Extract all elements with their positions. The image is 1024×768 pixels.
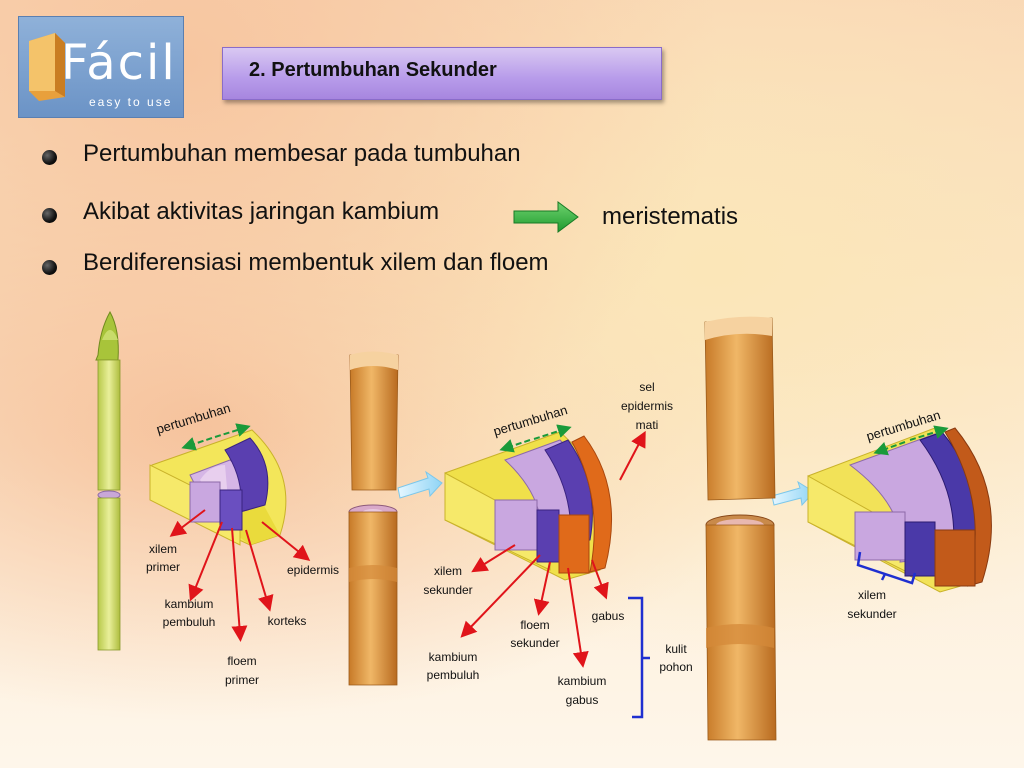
label-kambium-pembuluh-2b: pembuluh	[427, 668, 480, 682]
logo-tagline: easy to use	[89, 95, 173, 109]
xilem-sekunder-bracket	[856, 551, 917, 585]
label-xilem-sekunder-2b: sekunder	[423, 583, 472, 597]
young-stem-cross-section	[149, 429, 287, 546]
bullet-1: Pertumbuhan membesar pada tumbuhan	[83, 140, 521, 167]
book-icon	[29, 33, 65, 101]
label-kambium-pembuluh-1b: pembuluh	[163, 615, 216, 629]
logo: Fácil easy to use	[18, 16, 184, 118]
label-floem-primer-2: primer	[225, 673, 259, 687]
woody-stem	[704, 316, 777, 741]
thickening-stem	[348, 351, 399, 686]
bullet-3: Berdiferensiasi membentuk xilem dan floe…	[83, 249, 549, 276]
label-xilem-sekunder-2a: xilem	[434, 564, 462, 578]
stage1-pointers	[169, 509, 311, 642]
young-stem	[95, 310, 121, 651]
label-korteks: korteks	[268, 614, 307, 628]
label-floem-sekunder-a: floem	[520, 618, 549, 632]
woody-stem-cross-section	[807, 427, 992, 593]
thickening-stem-cross-section	[444, 431, 613, 581]
green-arrow-icon	[513, 201, 579, 233]
label-kambium-pembuluh-2a: kambium	[429, 650, 478, 664]
slide-title-box: 2. Pertumbuhan Sekunder	[222, 47, 662, 100]
bullet-icon	[42, 208, 57, 223]
growth-arrows-2	[499, 424, 572, 453]
label-kambium-pembuluh-1a: kambium	[165, 597, 214, 611]
growth-arrows-1	[181, 423, 251, 451]
label-kulit: kulit	[665, 642, 687, 656]
bullet-icon	[42, 150, 57, 165]
growth-arrows-3	[873, 425, 949, 456]
label-pohon: pohon	[659, 660, 692, 674]
label-gabus: gabus	[592, 609, 625, 623]
slide-title: 2. Pertumbuhan Sekunder	[249, 59, 497, 81]
label-sel: sel	[639, 380, 654, 394]
logo-text: Fácil	[61, 35, 177, 91]
label-floem-sekunder-b: sekunder	[510, 636, 559, 650]
label-xilem-primer-2: primer	[146, 560, 180, 574]
label-kambium-gabus-a: kambium	[558, 674, 607, 688]
label-kambium-gabus-b: gabus	[566, 693, 599, 707]
meristematis-label: meristematis	[602, 203, 739, 230]
label-mati: mati	[636, 418, 659, 432]
growth-label-1: pertumbuhan	[154, 400, 232, 437]
label-epidermis: epidermis	[287, 563, 339, 577]
secondary-growth-diagram: pertumbuhan xilem primer kambium pembulu…	[95, 310, 992, 741]
bullet-icon	[42, 260, 57, 275]
label-xilem-primer-1: xilem	[149, 542, 177, 556]
stage2-pointers	[460, 430, 646, 668]
bullet-2: Akibat aktivitas jaringan kambium	[83, 198, 440, 225]
kulit-pohon-bracket	[628, 596, 650, 719]
label-epidermis-2: epidermis	[621, 399, 673, 413]
transition-arrow-1	[397, 470, 443, 499]
label-xilem-sekunder-3a: xilem	[858, 588, 886, 602]
label-floem-primer-1: floem	[227, 654, 256, 668]
label-xilem-sekunder-3b: sekunder	[847, 607, 896, 621]
